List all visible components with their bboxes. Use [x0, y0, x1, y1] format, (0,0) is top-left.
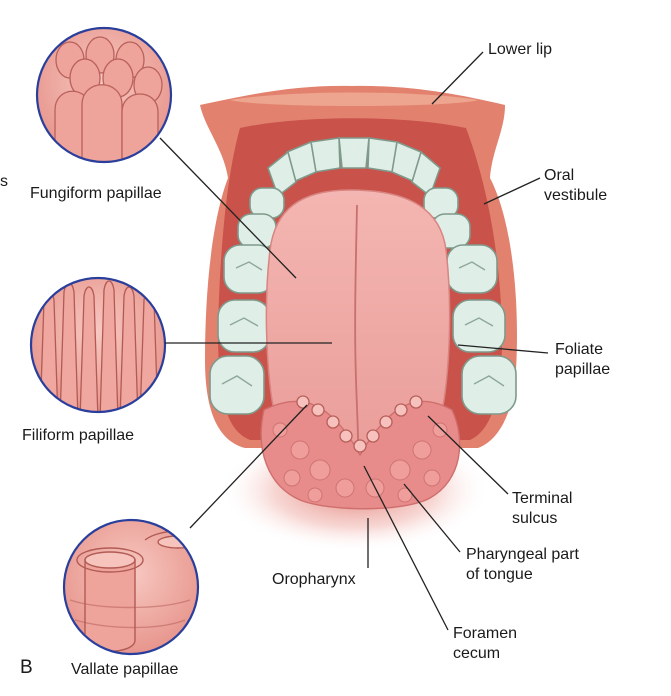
label-vallate-papillae: Vallate papillae — [71, 661, 179, 678]
lip-highlight — [230, 92, 478, 106]
label-filiform-papillae: Filiform papillae — [22, 427, 135, 444]
vallate-inset — [62, 518, 200, 656]
label-lower-lip: Lower lip — [488, 41, 553, 58]
leader-lines — [159, 51, 549, 631]
leader-vallate — [189, 404, 308, 529]
leader-oral-vestibule — [483, 177, 541, 205]
filiform-inset — [29, 276, 167, 414]
lingual-tonsil-bumps — [272, 422, 448, 503]
teeth-arch — [209, 137, 517, 415]
vallate-papillae-row — [296, 395, 423, 453]
median-sulcus — [354, 204, 359, 441]
label-foliate-papillae: Foliate papillae — [555, 341, 611, 378]
leader-pharyngeal-part — [403, 483, 461, 553]
label-pharyngeal-part: Pharyngeal part of tongue — [466, 546, 579, 583]
molar-fissures — [221, 261, 505, 387]
label-oral-vestibule: Oral vestibule — [544, 167, 608, 204]
leader-lower-lip — [431, 51, 484, 105]
label-terminal-sulcus: Terminal sulcus — [512, 490, 573, 527]
label-fungiform-papillae: Fungiform papillae — [30, 185, 162, 202]
edge-fragment-label: s — [0, 173, 8, 190]
leader-foramen-cecum — [363, 465, 449, 631]
label-foramen-cecum: Foramen cecum — [453, 625, 518, 662]
leader-foliate-papillae — [457, 344, 549, 354]
leader-terminal-sulcus — [427, 415, 509, 495]
fungiform-inset — [35, 26, 173, 164]
leader-fungiform — [159, 137, 297, 279]
label-oropharynx: Oropharynx — [272, 571, 356, 588]
figure-letter: B — [20, 657, 33, 678]
